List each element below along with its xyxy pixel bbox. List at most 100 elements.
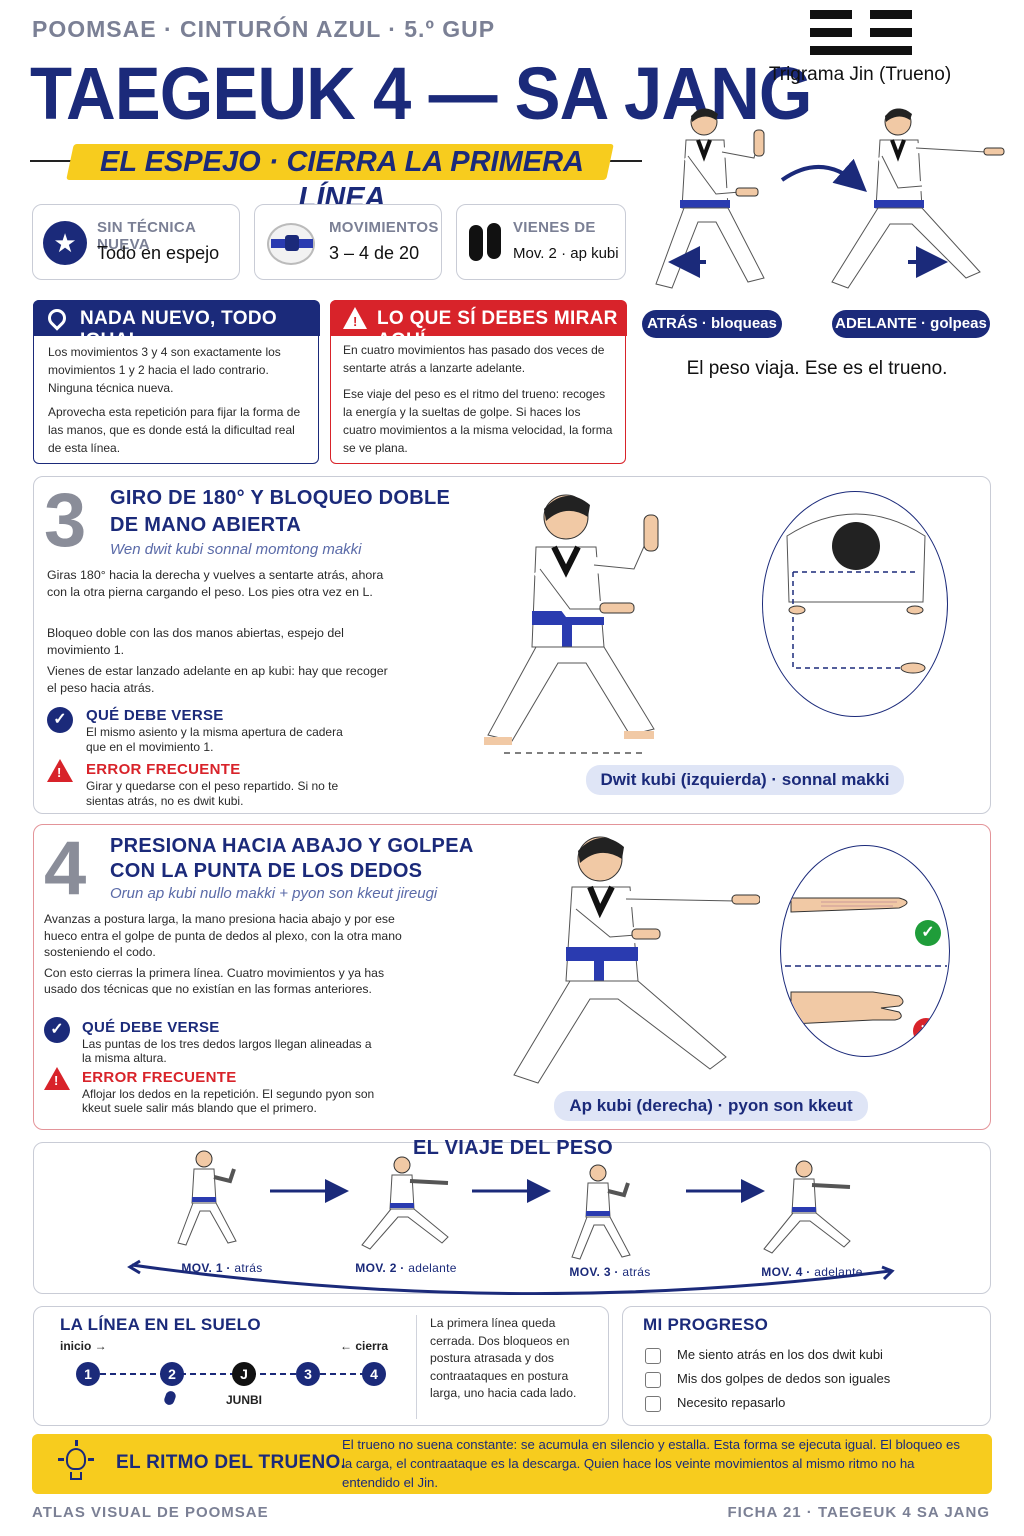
check-icon: ✓	[44, 1017, 70, 1043]
lightbulb-icon	[58, 1440, 94, 1484]
hero-illustration	[655, 108, 1005, 289]
floor-node: 3	[296, 1362, 320, 1386]
move-p1: Giras 180° hacia la derecha y vuelves a …	[47, 568, 384, 599]
nothing-new-box: NADA NUEVO, TODO IGUAL Los movimientos 3…	[33, 300, 320, 464]
checkbox[interactable]	[645, 1371, 661, 1388]
move-number: 3	[44, 478, 87, 563]
move-p2: Bloqueo doble con las dos manos abiertas…	[47, 626, 344, 657]
junbi-label: JUNBI	[225, 1393, 262, 1407]
stance-pill: Dwit kubi (izquierda) · sonnal makki	[586, 765, 904, 795]
watch-p2: Ese viaje del peso es el ritmo del truen…	[343, 387, 613, 455]
move-p3: Vienes de estar lanzado adelante en ap k…	[47, 664, 388, 695]
info-card-from: VIENES DE Mov. 2 · ap kubi	[456, 204, 626, 280]
checkbox[interactable]	[645, 1395, 661, 1412]
star-icon: ★	[43, 221, 87, 265]
footer-left: ATLAS VISUAL DE POOMSAE	[32, 1504, 269, 1521]
fingertips-diagram: ✓ ✕	[780, 845, 950, 1057]
stance-pill: Ap kubi (derecha) · pyon son kkeut	[554, 1091, 868, 1121]
info-card-label: VIENES DE	[513, 219, 596, 236]
check-title: QUÉ DEBE VERSE	[86, 707, 224, 724]
checkbox[interactable]	[645, 1347, 661, 1364]
floor-line-text: La primera línea queda cerrada. Dos bloq…	[430, 1316, 577, 1400]
floor-line-title: LA LÍNEA EN EL SUELO	[60, 1315, 261, 1334]
progress-item[interactable]: Mis dos golpes de dedos son iguales	[645, 1371, 890, 1388]
move-title-2: CON LA PUNTA DE LOS DEDOS	[110, 860, 423, 882]
info-card-value: Mov. 2 · ap kubi	[513, 245, 619, 262]
move-korean-name: Wen dwit kubi sonnal momtong makki	[110, 541, 362, 558]
move-p1: Avanzas a postura larga, la mano presion…	[44, 912, 402, 959]
journey-step-2: MOV. 2 · adelante	[355, 1261, 457, 1275]
trigram-jin-icon	[810, 10, 912, 56]
move-4-figure	[513, 836, 760, 1084]
figure-back-stance	[655, 108, 765, 289]
move-korean-name: Orun ap kubi nullo makki + pyon son kkeu…	[110, 885, 438, 902]
watch-title: LO QUE SÍ DEBES MIRAR AQUÍ	[377, 308, 618, 351]
progress-card: MI PROGRESO Me siento atrás en los dos d…	[622, 1306, 991, 1426]
rhythm-banner: EL RITMO DEL TRUENO. El trueno no suena …	[32, 1434, 992, 1494]
error-title: ERROR FRECUENTE	[82, 1069, 237, 1086]
incorrect-icon: ✕	[913, 1018, 939, 1044]
journey-step-4: MOV. 4 · adelante	[761, 1265, 863, 1279]
progress-item[interactable]: Me siento atrás en los dos dwit kubi	[645, 1347, 883, 1364]
floor-node: 1	[76, 1362, 100, 1386]
footprint-icon	[162, 1389, 178, 1407]
rhythm-text: El trueno no suena constante: se acumula…	[342, 1437, 960, 1490]
subtitle-banner: EL ESPEJO · CIERRA LA PRIMERA LÍNEA	[30, 140, 642, 214]
move-title-2: DE MANO ABIERTA	[110, 514, 302, 536]
move-title: PRESIONA HACIA ABAJO Y GOLPEA	[110, 835, 474, 857]
floor-node: 2	[160, 1362, 184, 1386]
progress-title: MI PROGRESO	[643, 1315, 769, 1334]
floor-node: 4	[362, 1362, 386, 1386]
floor-start-label: inicio →	[60, 1339, 107, 1353]
check-title: QUÉ DEBE VERSE	[82, 1019, 220, 1036]
footprints-icon	[469, 223, 503, 263]
floor-node: J	[232, 1362, 256, 1386]
check-text: Las puntas de los tres dedos largos lleg…	[82, 1037, 372, 1065]
move-3-card: 3 GIRO DE 180° Y BLOQUEO DOBLE DE MANO A…	[33, 476, 991, 814]
nothing-new-p1: Los movimientos 3 y 4 son exactamente lo…	[48, 345, 281, 395]
page-title: TAEGEUK 4 — SA JANG	[30, 52, 812, 135]
warning-icon	[343, 307, 367, 329]
top-view-diagram	[762, 491, 948, 717]
error-icon	[44, 1067, 70, 1090]
watch-p1: En cuatro movimientos has pasado dos vec…	[343, 343, 605, 375]
floor-line-card: LA LÍNEA EN EL SUELO inicio → ← cierra 1…	[33, 1306, 609, 1426]
info-card-label: MOVIMIENTOS	[329, 219, 439, 236]
info-card-value: 3 – 4 de 20	[329, 243, 420, 263]
forward-strike-pill: ADELANTE · golpeas	[832, 310, 990, 338]
subtitle: EL ESPEJO · CIERRA LA PRIMERA LÍNEA	[100, 146, 584, 214]
info-card-technique: ★ SIN TÉCNICA NUEVA Todo en espejo	[32, 204, 240, 280]
move-title: GIRO DE 180° Y BLOQUEO DOBLE	[110, 487, 451, 509]
check-text: El mismo asiento y la misma apertura de …	[86, 725, 343, 754]
check-icon: ✓	[47, 707, 73, 733]
move-number: 4	[44, 826, 87, 911]
blue-belt-icon	[267, 223, 315, 265]
nothing-new-title: NADA NUEVO, TODO IGUAL	[80, 308, 277, 351]
trigram-label: Trigrama Jin (Trueno)	[768, 64, 952, 85]
weight-journey: EL VIAJE DEL PESO	[33, 1137, 991, 1295]
info-card-value: Todo en espejo	[97, 243, 220, 263]
journey-figures	[127, 1150, 895, 1295]
footer-right: FICHA 21 · TAEGEUK 4 SA JANG	[727, 1504, 990, 1521]
rhythm-title: EL RITMO DEL TRUENO.	[116, 1452, 347, 1473]
info-card-label: SIN TÉCNICA NUEVA	[97, 219, 196, 253]
move-4-card: 4 PRESIONA HACIA ABAJO Y GOLPEA CON LA P…	[33, 824, 991, 1130]
watch-box: ! LO QUE SÍ DEBES MIRAR AQUÍ En cuatro m…	[330, 300, 627, 464]
journey-title: EL VIAJE DEL PESO	[413, 1137, 613, 1159]
hero-caption: El peso viaja. Ese es el trueno.	[686, 358, 948, 379]
journey-step-1: MOV. 1 · atrás	[181, 1261, 263, 1275]
error-text: Girar y quedarse con el peso repartido. …	[86, 779, 339, 808]
nothing-new-p2: Aprovecha esta repetición para fijar la …	[48, 405, 301, 455]
error-icon	[47, 759, 73, 782]
error-text: Aflojar los dedos en la repetición. El s…	[82, 1087, 375, 1115]
kicker: POOMSAE · CINTURÓN AZUL · 5.º GUP	[32, 16, 496, 42]
info-card-moves: MOVIMIENTOS 3 – 4 de 20	[254, 204, 442, 280]
progress-item[interactable]: Necesito repasarlo	[645, 1395, 785, 1412]
figure-front-stance	[831, 108, 1005, 289]
error-title: ERROR FRECUENTE	[86, 761, 241, 778]
move-3-figure	[484, 494, 659, 754]
floor-end-label: ← cierra	[340, 1339, 389, 1353]
move-p2: Con esto cierras la primera línea. Cuatr…	[44, 966, 385, 996]
journey-step-3: MOV. 3 · atrás	[569, 1265, 651, 1279]
back-block-pill: ATRÁS · bloqueas	[642, 310, 782, 338]
